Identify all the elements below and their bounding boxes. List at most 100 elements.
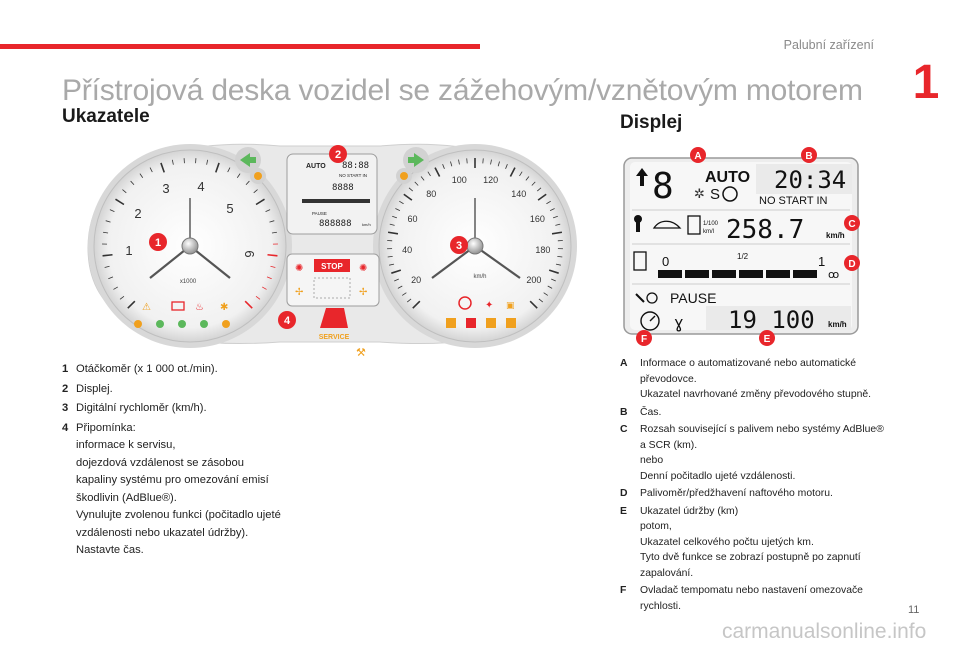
tacho-needle (189, 245, 231, 279)
svg-text:AUTO: AUTO (705, 169, 750, 186)
gauge-tick (497, 161, 500, 167)
section-name: Palubní zařízení (783, 38, 874, 52)
gauge-tick (519, 171, 523, 177)
tachometer: 1 2 3 4 5 6 x1000 ⚠ ♨ ✱ (88, 144, 292, 348)
svg-text:PAUSE: PAUSE (312, 211, 327, 216)
gauge-tick (399, 200, 404, 205)
svg-text:✢: ✢ (295, 287, 303, 298)
gear-up-arrow-icon (636, 168, 648, 186)
gauge-tick (206, 159, 209, 165)
gauge-tick (394, 278, 399, 282)
speedo-tick-label: 200 (526, 275, 541, 285)
brake-icon (458, 296, 472, 310)
gauge-tick (392, 215, 398, 219)
fuel-bar-segment (685, 270, 709, 278)
fuel-bar-segment (658, 270, 682, 278)
pump-icon (634, 215, 642, 223)
gauge-tick (548, 269, 559, 274)
gauge-tick (266, 276, 272, 280)
engine-icon: ✱ (220, 302, 228, 313)
gauge-tick (551, 231, 563, 235)
speedo-hub (466, 237, 484, 255)
speedometer-ticks (387, 158, 563, 309)
gearbox-icon (722, 186, 738, 202)
esp-icon (506, 318, 516, 328)
gauge-tick (538, 298, 544, 303)
gauge-tick (395, 208, 401, 212)
svg-text:A: A (694, 151, 701, 162)
gauge-tick (531, 181, 536, 186)
cruise-control-icon (640, 311, 660, 331)
svg-text:✲: ✲ (694, 187, 705, 202)
svg-text:1/100: 1/100 (703, 221, 719, 227)
gauge-tick (547, 285, 553, 289)
svg-text:km/l: km/l (703, 229, 714, 235)
gauge-tick (244, 300, 253, 309)
svg-text:0: 0 (662, 254, 669, 269)
adblue-icon: ▣ (506, 301, 515, 311)
callout-1: 1 (149, 233, 167, 251)
gauge-tick (387, 256, 393, 258)
gauge-tick (104, 265, 110, 268)
gauge-tick (552, 215, 558, 219)
svg-text:8888: 8888 (332, 183, 354, 193)
svg-text:✢: ✢ (359, 287, 367, 298)
svg-text:F: F (641, 334, 647, 345)
fuel-bar-segment (739, 270, 763, 278)
fuel-gauge-icon (633, 251, 647, 271)
gauge-tick (227, 167, 231, 173)
glow-plug-icon: ꝏ (828, 268, 839, 281)
gauge-tick (546, 200, 551, 205)
gauge-tick (109, 209, 115, 213)
callout-a: A (690, 147, 706, 163)
display-no-start: NO START IN (759, 195, 828, 207)
gauge-tick (389, 263, 395, 266)
gauge-tick (113, 286, 119, 290)
gauge-tick (505, 164, 508, 169)
gauge-tick (537, 193, 547, 201)
gauge-tick (253, 189, 258, 194)
lights-icon (134, 320, 142, 328)
watermark: carmanualsonline.info (722, 620, 927, 643)
gauge-tick (458, 159, 460, 165)
fuel-pump-icon (687, 215, 701, 235)
fuel-bar-segment (712, 270, 736, 278)
gauge-tick (529, 300, 538, 309)
callout-2: 2 (329, 145, 347, 163)
svg-text:km/h: km/h (828, 320, 847, 329)
indicator-item-4: 4 Připomínka: informace k servisu, dojez… (62, 421, 281, 557)
fog-light-icon (178, 320, 186, 328)
seatbelt-icon (466, 318, 476, 328)
svg-text:2: 2 (335, 149, 341, 161)
gauge-tick (267, 253, 278, 257)
speedo-tick-label: 140 (511, 189, 526, 199)
gauge-tick (490, 159, 492, 165)
gauge-tick (245, 180, 250, 186)
gauge-tick (536, 187, 542, 192)
gauge-tick (149, 167, 153, 173)
gauge-tick (389, 223, 395, 226)
gauge-tick (391, 269, 402, 274)
battery-icon (171, 301, 185, 311)
tacho-label-2: 2 (134, 206, 141, 221)
callout-c: C (844, 215, 860, 231)
fuel-icon (446, 318, 456, 328)
gauge-tick (555, 223, 561, 226)
gear-digit: 8 (652, 166, 674, 207)
gauge-tick (401, 292, 407, 296)
speedo-unit: km/h (473, 274, 486, 280)
speedo-needle (474, 245, 521, 279)
display-time: 20:34 (774, 166, 846, 194)
svg-text:1: 1 (818, 254, 825, 269)
gauge-tick (387, 231, 399, 235)
gauge-tick (442, 164, 445, 169)
gauge-tick (255, 295, 261, 300)
speedo-tick-label: 100 (452, 175, 467, 185)
